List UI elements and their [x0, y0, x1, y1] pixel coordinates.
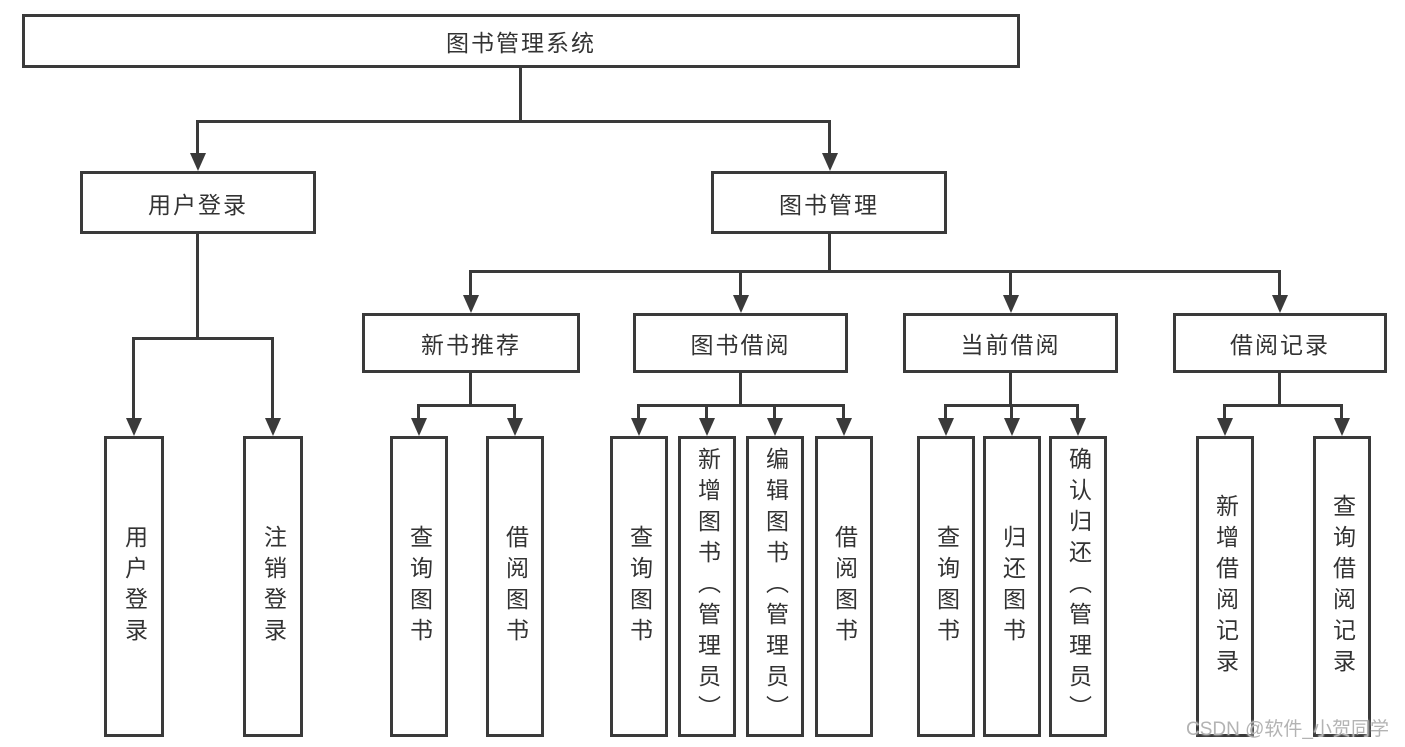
connector-line [417, 404, 516, 407]
connector-line [469, 270, 472, 296]
connector-line [944, 404, 947, 419]
leaf-add-borrow-record: 新增借阅记录 [1196, 436, 1254, 737]
connector-line [196, 234, 199, 340]
connector-line [828, 234, 831, 273]
leaf-borrowing-query-books: 查询图书 [610, 436, 668, 737]
arrow-down-icon [190, 153, 206, 171]
node-current-borrowing: 当前借阅 [903, 313, 1118, 373]
leaf-newbook-borrow-books-label: 借阅图书 [502, 524, 529, 649]
arrow-down-icon [411, 418, 427, 436]
connector-line [739, 270, 742, 296]
arrow-down-icon [699, 418, 715, 436]
connector-line [132, 337, 274, 340]
arrow-down-icon [1334, 418, 1350, 436]
arrow-down-icon [265, 418, 281, 436]
leaf-edit-books-admin-label: 编辑图书（管理员） [762, 447, 789, 726]
connector-line [1009, 270, 1012, 296]
leaf-add-borrow-record-label: 新增借阅记录 [1212, 493, 1239, 680]
arrow-down-icon [1004, 418, 1020, 436]
connector-line [842, 404, 845, 419]
connector-line [132, 337, 135, 419]
leaf-newbook-query-books: 查询图书 [390, 436, 448, 737]
connector-line [417, 404, 420, 419]
node-new-book-recommend-label: 新书推荐 [421, 332, 521, 358]
leaf-borrowing-borrow-books-label: 借阅图书 [831, 524, 858, 649]
leaf-confirm-return-admin: 确认归还（管理员） [1049, 436, 1107, 737]
connector-line [469, 373, 472, 407]
arrow-down-icon [126, 418, 142, 436]
leaf-return-books-label: 归还图书 [999, 524, 1026, 649]
node-library-system-label: 图书管理系统 [446, 30, 596, 56]
leaf-newbook-query-books-label: 查询图书 [406, 524, 433, 649]
connector-line [1009, 373, 1012, 407]
leaf-add-books-admin: 新增图书（管理员） [678, 436, 736, 737]
node-borrowing-records-label: 借阅记录 [1230, 332, 1330, 358]
connector-line [1223, 404, 1226, 419]
connector-line [637, 404, 845, 407]
leaf-user-login-label: 用户登录 [121, 524, 148, 649]
connector-line [513, 404, 516, 419]
node-user-login: 用户登录 [80, 171, 316, 234]
leaf-borrowing-borrow-books: 借阅图书 [815, 436, 873, 737]
leaf-newbook-borrow-books: 借阅图书 [486, 436, 544, 737]
connector-line [271, 337, 274, 419]
leaf-borrowing-query-books-label: 查询图书 [626, 524, 653, 649]
connector-line [1076, 404, 1079, 419]
arrow-down-icon [836, 418, 852, 436]
arrow-down-icon [1272, 295, 1288, 313]
arrow-down-icon [507, 418, 523, 436]
leaf-user-login: 用户登录 [104, 436, 164, 737]
node-current-borrowing-label: 当前借阅 [960, 332, 1061, 358]
connector-line [196, 120, 831, 123]
leaf-confirm-return-admin-label: 确认归还（管理员） [1065, 447, 1092, 726]
connector-line [196, 120, 199, 155]
node-user-login-label: 用户登录 [148, 191, 248, 218]
node-borrowing-records: 借阅记录 [1173, 313, 1387, 373]
connector-line [828, 120, 831, 155]
node-book-management-label: 图书管理 [779, 191, 879, 218]
leaf-add-books-admin-label: 新增图书（管理员） [694, 447, 721, 726]
csdn-watermark: CSDN @软件_小贺同学 [1186, 719, 1389, 740]
leaf-current-query-books-label: 查询图书 [933, 524, 960, 649]
node-book-borrowing-label: 图书借阅 [690, 332, 791, 358]
leaf-query-borrow-record-label: 查询借阅记录 [1329, 493, 1356, 680]
connector-line [469, 270, 1281, 273]
connector-line [637, 404, 640, 419]
arrow-down-icon [463, 295, 479, 313]
node-book-management: 图书管理 [711, 171, 947, 234]
leaf-query-borrow-record: 查询借阅记录 [1313, 436, 1371, 737]
arrow-down-icon [733, 295, 749, 313]
arrow-down-icon [1217, 418, 1233, 436]
node-new-book-recommend: 新书推荐 [362, 313, 580, 373]
arrow-down-icon [1070, 418, 1086, 436]
node-book-borrowing: 图书借阅 [633, 313, 848, 373]
connector-line [1278, 373, 1281, 407]
connector-line [1278, 270, 1281, 296]
connector-line [705, 404, 708, 419]
connector-line [773, 404, 776, 419]
node-library-system: 图书管理系统 [22, 14, 1020, 68]
connector-line [1340, 404, 1343, 419]
arrow-down-icon [767, 418, 783, 436]
leaf-edit-books-admin: 编辑图书（管理员） [746, 436, 804, 737]
arrow-down-icon [631, 418, 647, 436]
leaf-logout: 注销登录 [243, 436, 303, 737]
leaf-return-books: 归还图书 [983, 436, 1041, 737]
leaf-current-query-books: 查询图书 [917, 436, 975, 737]
connector-line [519, 68, 522, 122]
arrow-down-icon [1003, 295, 1019, 313]
arrow-down-icon [938, 418, 954, 436]
connector-line [1010, 404, 1013, 419]
connector-line [739, 373, 742, 407]
connector-line [1223, 404, 1343, 407]
arrow-down-icon [822, 153, 838, 171]
leaf-logout-label: 注销登录 [260, 524, 287, 649]
